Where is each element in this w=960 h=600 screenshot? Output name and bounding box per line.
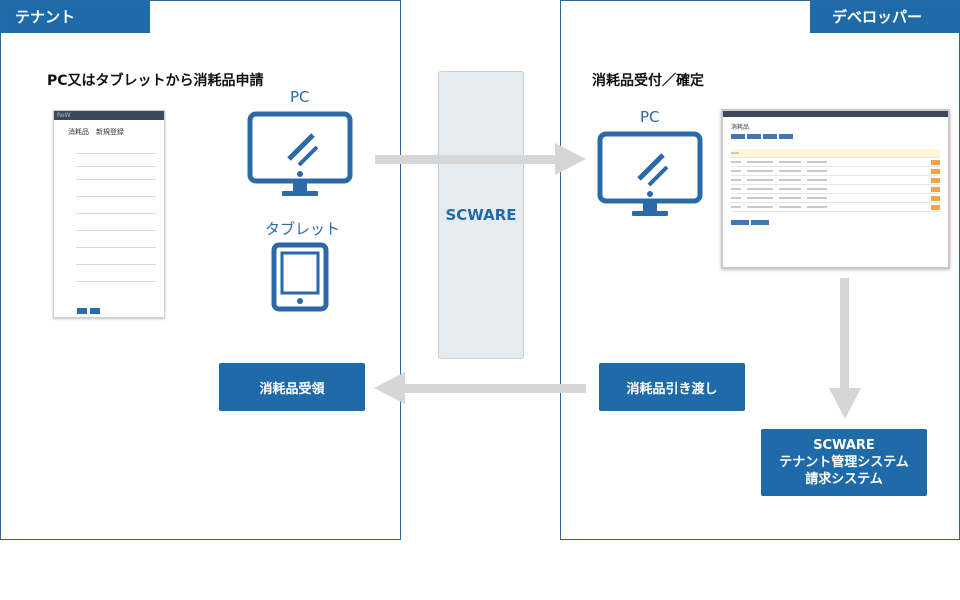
desktop-list-screenshot: 消耗品 <box>721 109 950 269</box>
developer-tab: デベロッパー <box>810 1 960 33</box>
arrow-right-icon <box>375 143 586 175</box>
scware-middle-label: SCWARE <box>445 206 517 224</box>
developer-monitor-icon <box>597 131 703 216</box>
system-box-line2: テナント管理システム <box>779 455 909 470</box>
developer-pc-label: PC <box>640 108 660 126</box>
arrow-left-icon <box>374 372 586 404</box>
scware-middle-bar: SCWARE <box>438 71 524 359</box>
tenant-pc-label: PC <box>290 88 310 106</box>
tenant-monitor-icon <box>247 111 353 196</box>
tablet-label: タブレット <box>265 220 341 238</box>
scware-system-box[interactable]: SCWARE テナント管理システム 請求システム <box>761 429 927 496</box>
tablet-icon <box>271 242 329 312</box>
developer-heading: 消耗品受付／確定 <box>592 73 704 89</box>
consumable-handover-button[interactable]: 消耗品引き渡し <box>599 363 745 411</box>
consumable-receive-button[interactable]: 消耗品受領 <box>219 363 365 411</box>
arrow-down-icon <box>829 278 861 419</box>
mobile-form-screenshot: ReW 消耗品 新規登録 <box>53 110 165 318</box>
tenant-heading: PC又はタブレットから消耗品申請 <box>47 73 264 89</box>
system-box-line3: 請求システム <box>805 472 883 487</box>
tenant-tab: テナント <box>1 1 150 33</box>
system-box-line1: SCWARE <box>813 438 875 453</box>
